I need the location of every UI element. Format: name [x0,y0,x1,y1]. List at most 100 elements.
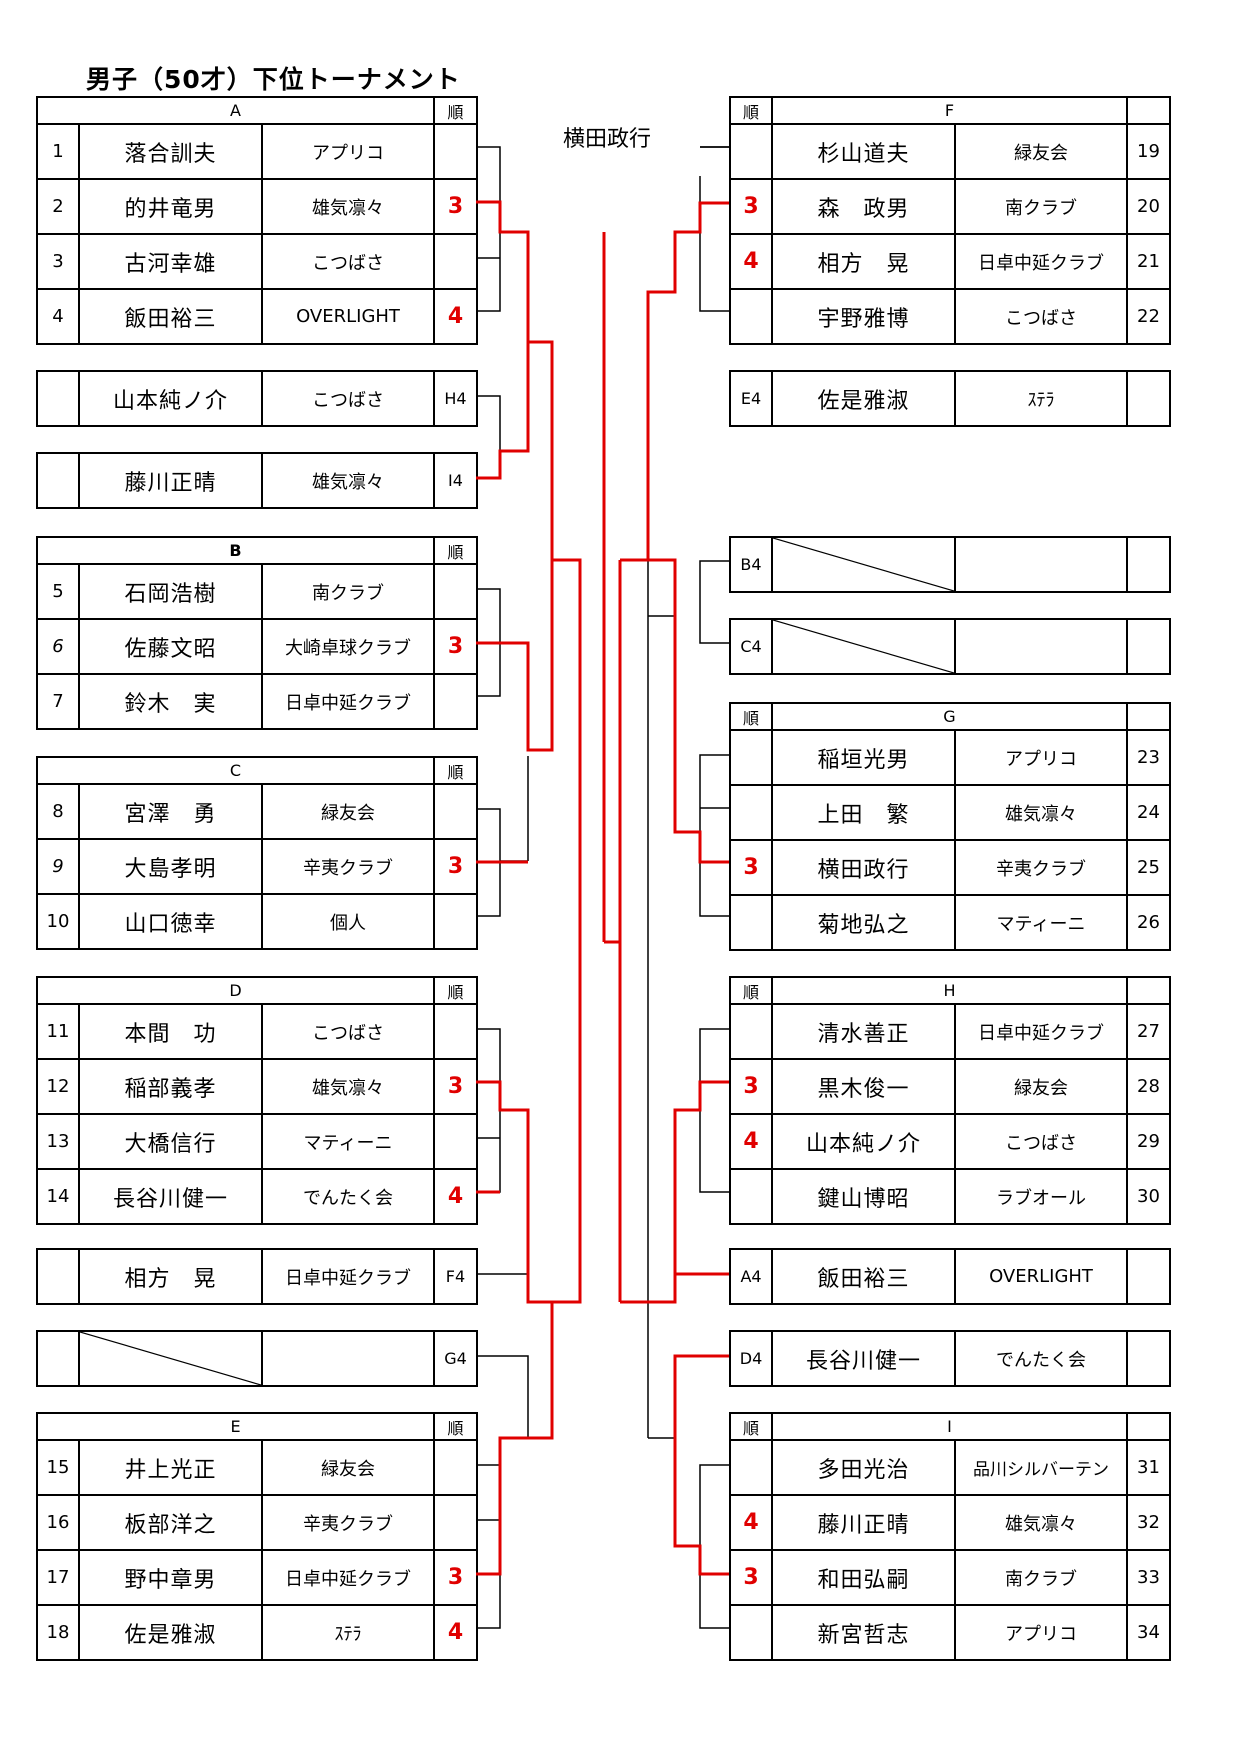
player-number: 6 [38,620,80,675]
player-name: 宇野雅博 [773,290,956,345]
group-a-table: A 順 1 落合訓夫 アプリコ 2 的井竜男 雄気凛々 3 3 古河幸雄 こつば… [36,96,478,345]
player-name: 大島孝明 [80,840,263,895]
player-name: 森 政男 [773,180,956,235]
player-number: 15 [38,1441,80,1496]
bracket-red-lines [476,200,729,1576]
player-club: 辛夷クラブ [263,1496,435,1551]
empty-entry-diagonal [773,538,956,593]
slot-code: B4 [731,538,773,593]
player-name: 古河幸雄 [80,235,263,290]
rank-header: 順 [731,978,773,1005]
empty-number-cell [38,372,80,427]
player-rank [435,1115,478,1170]
player-number: 18 [38,1606,80,1661]
player-name: 宮澤 勇 [80,785,263,840]
group-i-label: I [773,1414,1128,1441]
player-name: 清水善正 [773,1005,956,1060]
player-name: 佐藤文昭 [80,620,263,675]
player-name: 佐是雅淑 [773,372,956,427]
empty-header-cell [1128,978,1171,1005]
group-d-label: D [38,978,435,1005]
player-name: 黒木俊一 [773,1060,956,1115]
player-number: 16 [38,1496,80,1551]
player-number: 10 [38,895,80,950]
player-name: 稲垣光男 [773,731,956,786]
rank-header: 順 [435,978,478,1005]
player-club: アプリコ [263,125,435,180]
player-number: 28 [1128,1060,1171,1115]
group-b-table: B 順 5 石岡浩樹 南クラブ 6 佐藤文昭 大崎卓球クラブ 3 7 鈴木 実 … [36,536,478,730]
player-number: 26 [1128,896,1171,951]
player-club: 日卓中延クラブ [263,1250,435,1305]
player-rank [731,125,773,180]
player-rank: 4 [731,235,773,290]
rank-header: 順 [731,1414,773,1441]
player-rank [731,896,773,951]
player-club: マティーニ [956,896,1128,951]
player-club: 雄気凛々 [263,180,435,235]
group-e-label: E [38,1414,435,1441]
group-b-label: B [38,538,435,565]
player-rank [435,675,478,730]
player-club: 雄気凛々 [263,454,435,509]
page-title: 男子（50才）下位トーナメント [86,65,461,94]
player-name: 的井竜男 [80,180,263,235]
entry-h4: 山本純ノ介 こつばさ H4 [36,370,478,427]
player-rank: 3 [731,180,773,235]
entry-g4: G4 [36,1330,478,1387]
player-number: 30 [1128,1170,1171,1225]
slot-code: D4 [731,1332,773,1387]
group-c-label: C [38,758,435,785]
rank-header: 順 [435,98,478,125]
player-rank [731,731,773,786]
player-club: 南クラブ [956,1551,1128,1606]
empty-club-cell [263,1332,435,1387]
empty-number-cell [38,454,80,509]
player-number: 3 [38,235,80,290]
group-f-table: 順 F 杉山道夫 緑友会 19 3 森 政男 南クラブ 20 4 相方 晃 日卓… [729,96,1171,345]
player-rank [435,895,478,950]
empty-number-cell [1128,620,1171,675]
rank-header: 順 [435,538,478,565]
slot-code: G4 [435,1332,478,1387]
rank-header: 順 [435,1414,478,1441]
player-name: 藤川正晴 [773,1496,956,1551]
player-rank [731,1005,773,1060]
player-name: 山口徳幸 [80,895,263,950]
group-h-table: 順 H 清水善正 日卓中延クラブ 27 3 黒木俊一 緑友会 28 4 山本純ノ… [729,976,1171,1225]
player-club: 辛夷クラブ [263,840,435,895]
player-rank: 3 [731,1060,773,1115]
player-number: 11 [38,1005,80,1060]
player-club: 大崎卓球クラブ [263,620,435,675]
player-rank [435,125,478,180]
player-name: 飯田裕三 [80,290,263,345]
player-number: 14 [38,1170,80,1225]
empty-number-cell [1128,538,1171,593]
player-number: 24 [1128,786,1171,841]
player-club: こつばさ [263,235,435,290]
empty-entry-diagonal [80,1332,263,1387]
slot-code: I4 [435,454,478,509]
player-club: 緑友会 [263,785,435,840]
player-club: 日卓中延クラブ [263,1551,435,1606]
empty-number-cell [1128,1250,1171,1305]
player-rank: 4 [731,1115,773,1170]
player-rank: 3 [435,1551,478,1606]
group-g-label: G [773,704,1128,731]
player-club: 緑友会 [956,125,1128,180]
player-club: 南クラブ [263,565,435,620]
player-name: 多田光治 [773,1441,956,1496]
player-club: 辛夷クラブ [956,841,1128,896]
player-rank [435,565,478,620]
entry-i4: 藤川正晴 雄気凛々 I4 [36,452,478,509]
player-rank [731,1606,773,1661]
rank-header: 順 [731,704,773,731]
slot-code: A4 [731,1250,773,1305]
player-club: でんたく会 [956,1332,1128,1387]
player-rank [435,1496,478,1551]
player-name: 相方 晃 [80,1250,263,1305]
player-rank [435,235,478,290]
player-club: こつばさ [263,1005,435,1060]
player-name: 横田政行 [773,841,956,896]
player-number: 2 [38,180,80,235]
